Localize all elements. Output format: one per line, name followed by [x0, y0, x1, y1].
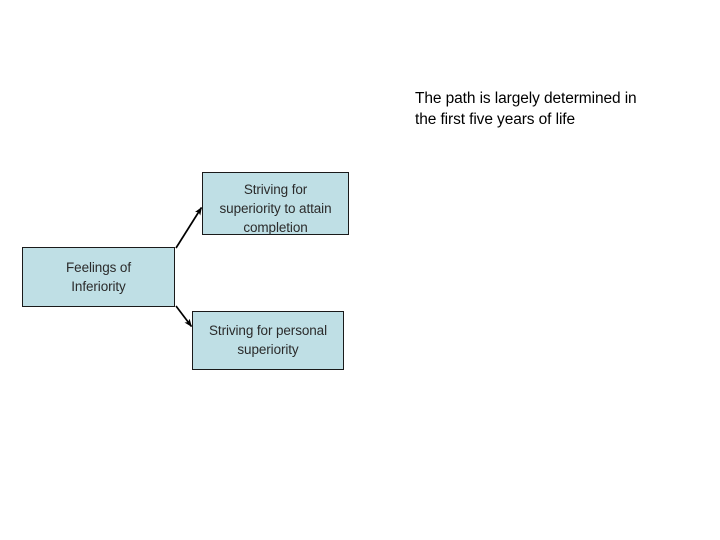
node-label: Feelings of Inferiority: [66, 260, 131, 294]
connector-inferiority-to-completion: [175, 206, 203, 249]
caption-text: The path is largely determined in the fi…: [415, 90, 637, 128]
node-striving-superiority-completion[interactable]: Striving for superiority to attain compl…: [202, 172, 349, 235]
node-label: Striving for personal superiority: [209, 323, 327, 357]
node-striving-personal-superiority[interactable]: Striving for personal superiority: [192, 311, 344, 370]
node-feelings-of-inferiority[interactable]: Feelings of Inferiority: [22, 247, 175, 307]
node-label: Striving for superiority to attain compl…: [219, 182, 332, 235]
connector-inferiority-to-personal: [175, 305, 193, 328]
